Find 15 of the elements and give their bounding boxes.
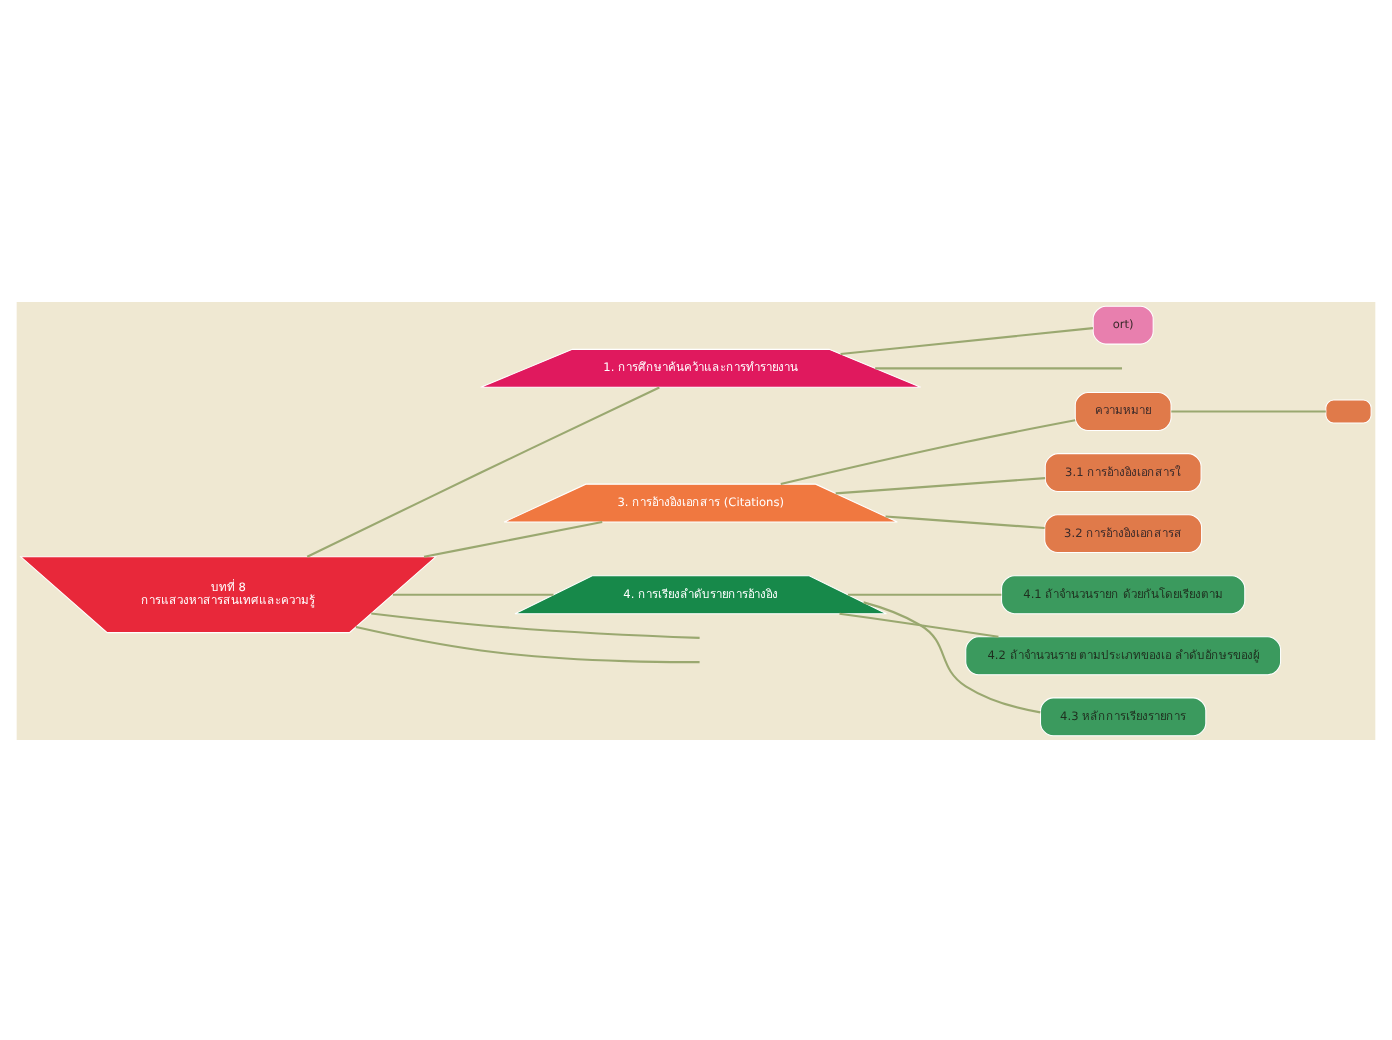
connector — [355, 625, 700, 663]
connector — [392, 592, 554, 595]
connector — [839, 611, 999, 637]
node-box — [1325, 398, 1372, 423]
connector — [847, 592, 1002, 595]
connector — [835, 476, 1046, 494]
connector — [371, 611, 700, 638]
connector — [840, 326, 1094, 355]
connector — [780, 418, 1076, 485]
connector — [885, 514, 1045, 529]
connector — [863, 600, 1041, 713]
connector — [875, 366, 1122, 369]
connector — [423, 520, 603, 557]
connector — [1171, 409, 1326, 412]
connector — [306, 385, 660, 557]
